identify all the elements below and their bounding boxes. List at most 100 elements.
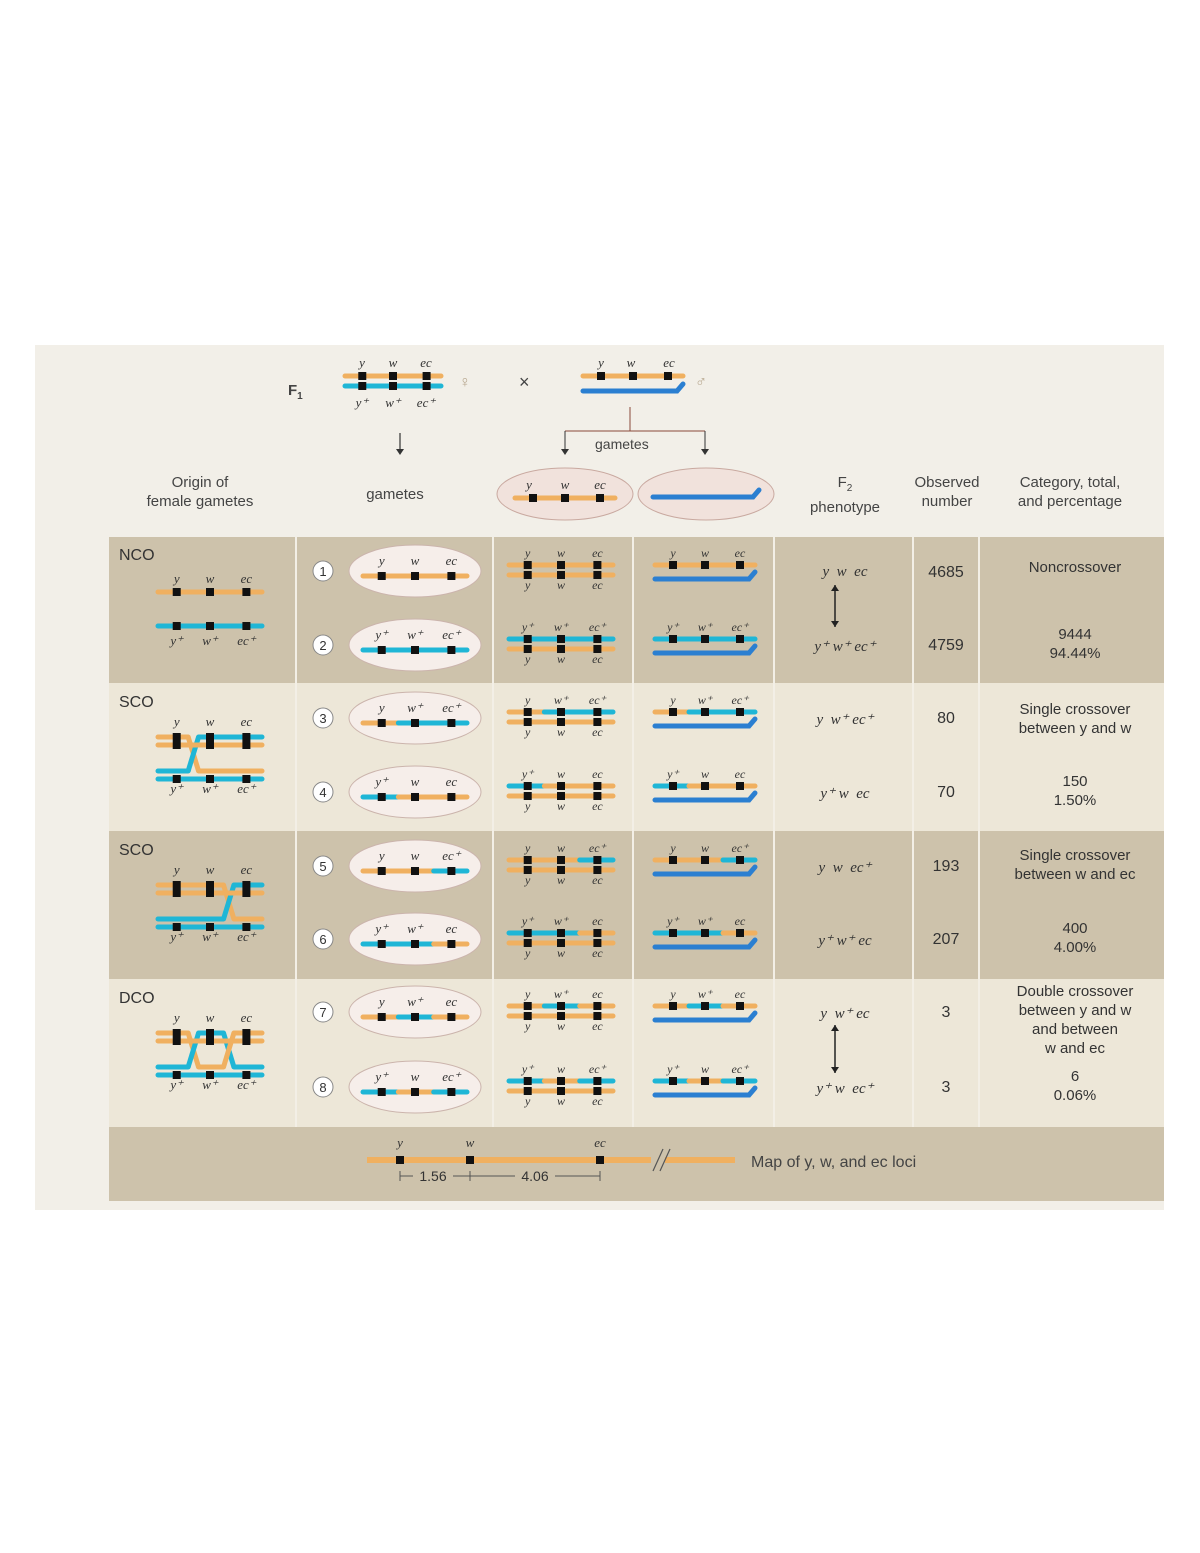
zygote-locus-label: y⁺ bbox=[666, 620, 680, 634]
map-distance-yw: 1.56 bbox=[419, 1168, 446, 1184]
locus-marker bbox=[411, 719, 419, 727]
zygote-locus-label: ec bbox=[592, 652, 603, 666]
zygote-locus-label: y⁺ bbox=[521, 914, 535, 928]
zygote-locus-label: ec bbox=[592, 1094, 603, 1108]
zygote-locus-label: y⁺ bbox=[666, 767, 680, 781]
zygote-locus-label: y bbox=[669, 693, 676, 707]
gamete-locus-label: w bbox=[411, 848, 420, 863]
reciprocal-arrow-dco-head bbox=[831, 1067, 839, 1073]
zygote-locus-label: ec bbox=[735, 987, 746, 1001]
locus-marker bbox=[593, 1077, 601, 1085]
gamete-locus-label: ec⁺ bbox=[442, 627, 462, 642]
header-locus-label: y bbox=[524, 477, 532, 492]
gamete-locus-label: ec bbox=[446, 774, 458, 789]
zygote-locus-label: y bbox=[669, 841, 676, 855]
zygote-locus-label: y bbox=[524, 1094, 531, 1108]
gamete-locus-label: y bbox=[377, 553, 385, 568]
locus-marker bbox=[378, 867, 386, 875]
zygote-locus-label: w⁺ bbox=[698, 620, 714, 634]
map-locus-marker bbox=[466, 1156, 474, 1164]
locus-marker bbox=[669, 1002, 677, 1010]
locus-marker bbox=[447, 572, 455, 580]
locus-marker bbox=[173, 1029, 181, 1037]
reciprocal-arrow-nco-head bbox=[831, 621, 839, 627]
locus-marker bbox=[524, 708, 532, 716]
zygote-locus-label: y bbox=[524, 841, 531, 855]
locus-marker bbox=[423, 372, 431, 380]
locus-marker bbox=[423, 382, 431, 390]
gametes-arrow-right-head bbox=[701, 449, 709, 455]
origin-locus-label: ec⁺ bbox=[237, 1077, 257, 1092]
gamete-locus-label: w⁺ bbox=[407, 700, 424, 715]
locus-marker bbox=[358, 372, 366, 380]
zygote-locus-label: w bbox=[557, 578, 565, 592]
locus-marker bbox=[701, 635, 709, 643]
zygote-locus-label: w bbox=[701, 1062, 709, 1076]
origin-locus-label: y⁺ bbox=[168, 633, 184, 648]
locus-marker bbox=[173, 741, 181, 749]
gamete-locus-label: w bbox=[411, 1069, 420, 1084]
gamete-locus-label: ec bbox=[446, 921, 458, 936]
locus-marker bbox=[378, 646, 386, 654]
locus-marker bbox=[173, 889, 181, 897]
row-number: 2 bbox=[319, 638, 326, 653]
origin-locus-label: ec⁺ bbox=[237, 633, 257, 648]
locus-marker bbox=[524, 929, 532, 937]
gamete-locus-label: y⁺ bbox=[373, 921, 389, 936]
zygote-locus-label: ec bbox=[592, 914, 603, 928]
zygote-locus-label: w⁺ bbox=[698, 693, 714, 707]
map-locus-label: ec bbox=[594, 1135, 606, 1150]
origin-locus-label: w bbox=[206, 1010, 215, 1025]
reciprocal-arrow-dco-head bbox=[831, 1025, 839, 1031]
locus-marker bbox=[411, 940, 419, 948]
f1-locus-label: ec bbox=[663, 355, 675, 370]
map-locus-marker bbox=[396, 1156, 404, 1164]
zygote-locus-label: w⁺ bbox=[698, 987, 714, 1001]
locus-marker bbox=[669, 782, 677, 790]
y-chromosome bbox=[655, 1013, 755, 1020]
zygote-locus-label: ec bbox=[735, 767, 746, 781]
f1-locus-label: w bbox=[389, 355, 398, 370]
locus-marker bbox=[242, 741, 250, 749]
zygote-locus-label: y⁺ bbox=[666, 914, 680, 928]
origin-locus-label: ec bbox=[241, 1010, 253, 1025]
y-chromosome bbox=[655, 793, 755, 800]
locus-marker bbox=[447, 1013, 455, 1021]
f1-locus-label: w bbox=[627, 355, 636, 370]
gamete-locus-label: ec bbox=[446, 553, 458, 568]
locus-marker bbox=[557, 708, 565, 716]
locus-marker bbox=[447, 793, 455, 801]
f1-locus-label: w⁺ bbox=[385, 395, 402, 410]
origin-locus-label: w bbox=[206, 571, 215, 586]
locus-marker bbox=[701, 929, 709, 937]
row-number: 4 bbox=[319, 785, 326, 800]
locus-marker bbox=[629, 372, 637, 380]
gamete-locus-label: y⁺ bbox=[373, 774, 389, 789]
locus-marker bbox=[524, 1002, 532, 1010]
locus-marker bbox=[557, 635, 565, 643]
origin-locus-label: w⁺ bbox=[202, 633, 219, 648]
f1-locus-label: y⁺ bbox=[354, 395, 370, 410]
zygote-locus-label: ec⁺ bbox=[732, 1062, 751, 1076]
row-number: 1 bbox=[319, 564, 326, 579]
zygote-locus-label: y bbox=[669, 546, 676, 560]
gamete-locus-label: ec⁺ bbox=[442, 700, 462, 715]
zygote-locus-label: ec bbox=[735, 546, 746, 560]
locus-marker bbox=[206, 889, 214, 897]
zygote-locus-label: w bbox=[701, 546, 709, 560]
zygote-locus-label: w bbox=[557, 1019, 565, 1033]
gamete-locus-label: y bbox=[377, 994, 385, 1009]
locus-marker bbox=[242, 1029, 250, 1037]
origin-locus-label: y⁺ bbox=[168, 1077, 184, 1092]
y-chromosome bbox=[655, 719, 755, 726]
locus-marker bbox=[206, 1029, 214, 1037]
gamete-locus-label: y bbox=[377, 700, 385, 715]
locus-marker bbox=[557, 782, 565, 790]
chromosome-diagram: y w ec y⁺ w⁺ ec⁺ y w ec y w ec 1 y w ec y w ec y w ec y w ec 2 y⁺ w… bbox=[35, 345, 1164, 1210]
locus-marker bbox=[242, 881, 250, 889]
row-number: 6 bbox=[319, 932, 326, 947]
locus-marker bbox=[378, 1013, 386, 1021]
origin-locus-label: ec bbox=[241, 571, 253, 586]
gamete-locus-label: w bbox=[411, 553, 420, 568]
locus-marker bbox=[242, 588, 250, 596]
